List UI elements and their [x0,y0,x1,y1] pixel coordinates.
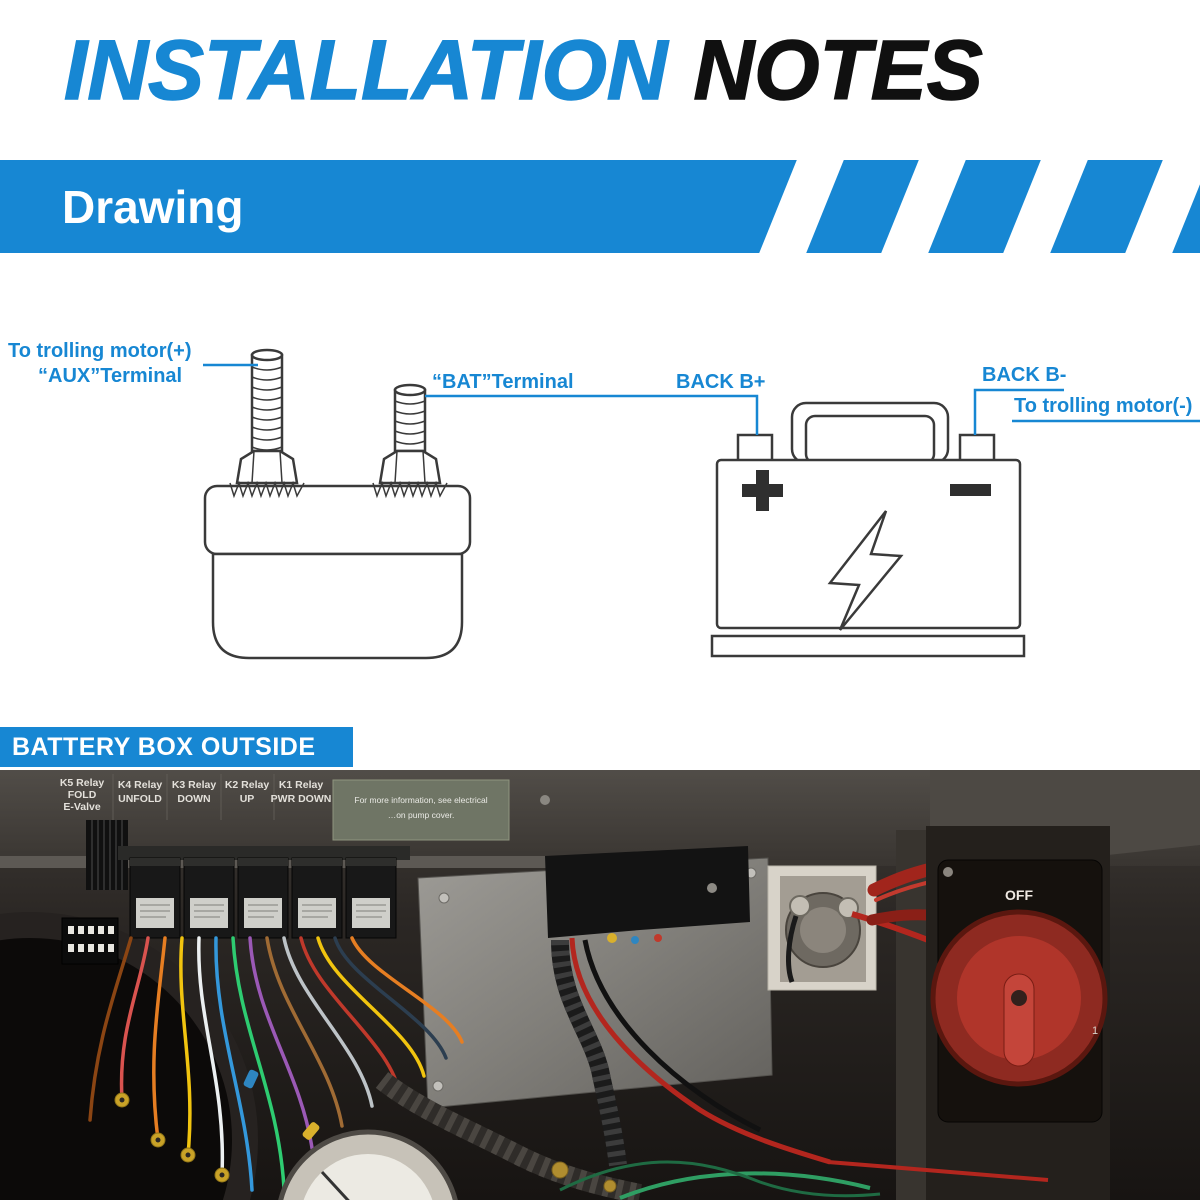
switch-position-label: 1 [1092,1025,1098,1037]
lightning-bolt-icon [827,510,904,631]
banner-stripe [881,160,966,253]
split-loom-tube [551,937,831,1167]
relay-label: UP [240,793,255,805]
switch-knob [1003,973,1035,1067]
aux-terminal-stud [229,348,305,499]
photo-section-banner: BATTERY BOX OUTSIDE [0,727,353,767]
banner-stripe [1125,160,1200,253]
label-aux-terminal: “AUX”Terminal [38,365,182,387]
leader-lines [203,363,1200,435]
banner-stripe [759,160,844,253]
title-secondary: NOTES [693,22,984,118]
relay-label: K5 Relay [60,777,105,789]
battery-drawing [710,401,1026,658]
label-back-b-minus: BACK B- [982,364,1066,386]
title-primary: INSTALLATION [63,22,668,118]
relay-label: K1 Relay [279,779,324,791]
hydraulic-hose [375,1072,642,1200]
relay-label: UNFOLD [118,793,162,805]
relay-label: FOLD [68,789,97,801]
relay-label: K4 Relay [118,779,163,791]
circuit-breaker-drawing [203,348,472,660]
label-trolling-motor-minus: To trolling motor(-) [1014,395,1192,417]
label-bat-terminal: “BAT”Terminal [432,371,574,393]
relay-label: PWR DOWN [271,793,332,805]
battery-plus-icon [742,470,783,511]
relay-block [345,857,397,939]
info-plate-line1: For more information, see electrical [354,795,487,805]
backbminus-line [973,388,1064,435]
switch-off-label: OFF [1005,887,1033,903]
bottom-wires [551,1160,1049,1200]
connector-block [61,917,119,965]
pressure-gauge [278,1129,458,1200]
page-title: INSTALLATION NOTES [63,22,1180,119]
relay-block [237,857,289,939]
battery-switch-panel: OFF 1 [926,826,1110,1200]
battery-minus-icon [950,484,991,496]
relay-label: K2 Relay [225,779,270,791]
relay-label: DOWN [177,793,210,805]
photo-banner-label: BATTERY BOX OUTSIDE [12,732,316,761]
relay-panel [61,846,410,965]
relay-labels: K5 Relay FOLD E-Valve K4 Relay UNFOLD K3… [60,777,332,813]
relay-label: K3 Relay [172,779,217,791]
wiring-diagram: To trolling motor(+) “AUX”Terminal “BAT”… [8,340,1200,660]
crimp-terminals [114,1069,320,1183]
relay-block [291,857,343,939]
battery-base [710,634,1026,658]
label-back-b-plus: BACK B+ [676,371,765,393]
battery-box-photo: For more information, see electrical …on… [0,770,1200,1200]
relay-block [183,857,235,939]
bat-terminal-stud [372,383,448,499]
drawing-section-banner: Drawing [0,160,1200,253]
product-solenoid [767,865,930,991]
banner-stripe [1003,160,1088,253]
info-plate: For more information, see electrical …on… [332,779,510,841]
relay-label: E-Valve [63,801,101,813]
drawing-banner-label: Drawing [62,180,244,233]
relay-block [129,857,181,939]
label-trolling-motor-plus: To trolling motor(+) [8,340,192,362]
bat-to-backbplus-line [425,394,759,435]
battery-positive-terminal [736,433,774,465]
wire-harness [88,936,464,1192]
info-plate-line2: …on pump cover. [388,810,455,820]
mounting-bracket [545,846,750,944]
page-header: INSTALLATION NOTES [63,22,1180,119]
